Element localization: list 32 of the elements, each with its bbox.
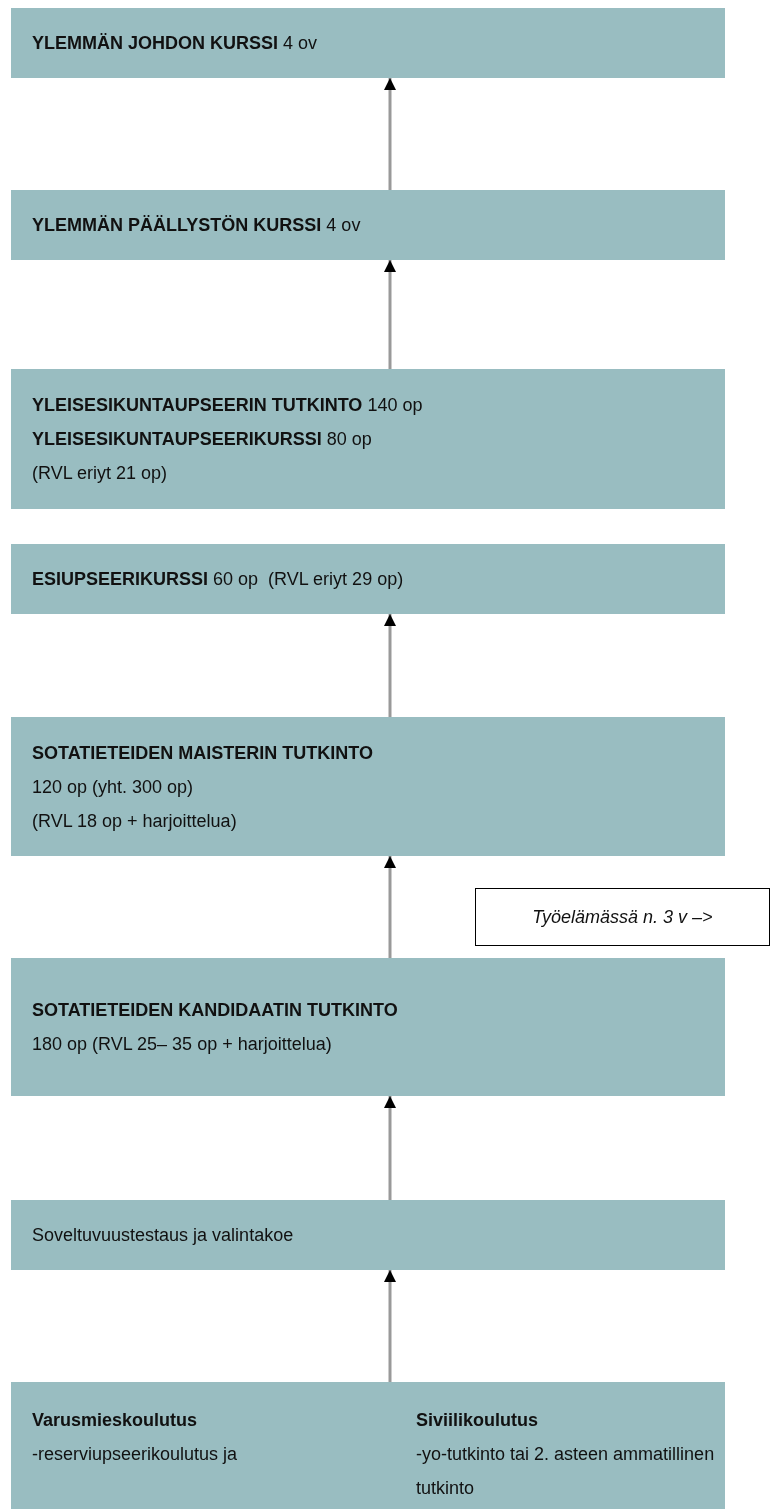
- course-box: [11, 8, 725, 78]
- course-box: [11, 717, 725, 856]
- box-text: SOTATIETEIDEN KANDIDAATIN TUTKINTO: [32, 999, 399, 1022]
- arrow: [384, 614, 396, 717]
- note-box: [475, 888, 770, 946]
- note-text: Työelämässä n. 3 v –>: [532, 906, 713, 929]
- box-text: YLEISESIKUNTAUPSEERIKURSSI 80 op: [32, 428, 373, 451]
- box-text: -reserviupseerikoulutus ja: [32, 1443, 239, 1466]
- box-text: ESIUPSEERIKURSSI 60 op (RVL eriyt 29 op): [32, 568, 405, 591]
- box-text: -yo-tutkinto tai 2. asteen ammatillinen tutkinto: [416, 1443, 716, 1500]
- arrow: [384, 78, 396, 190]
- box-text: (RVL 18 op + harjoittelua): [32, 809, 238, 833]
- box-text: Siviilikoulutus: [416, 1409, 540, 1432]
- arrow: [384, 856, 396, 958]
- course-box: [11, 1200, 725, 1270]
- box-text: YLEISESIKUNTAUPSEERIN TUTKINTO 140 op: [32, 394, 424, 417]
- course-box: [11, 369, 725, 509]
- arrow: [384, 1270, 396, 1382]
- box-text: Soveltuvuustestaus ja valintakoe: [32, 1224, 295, 1247]
- box-text: SOTATIETEIDEN MAISTERIN TUTKINTO: [32, 741, 374, 765]
- course-box: [11, 544, 725, 614]
- box-text: Varusmieskoulutus: [32, 1409, 199, 1432]
- box-text: (RVL eriyt 21 op): [32, 462, 169, 485]
- course-box: [11, 958, 725, 1096]
- course-box: [11, 190, 725, 260]
- arrow: [384, 1096, 396, 1200]
- box-text: YLEMMÄN PÄÄLLYSTÖN KURSSI 4 ov: [32, 214, 362, 237]
- box-text: YLEMMÄN JOHDON KURSSI 4 ov: [32, 32, 319, 55]
- course-box: [11, 1382, 725, 1509]
- box-text: 180 op (RVL 25– 35 op + harjoittelua): [32, 1033, 333, 1056]
- arrow: [384, 260, 396, 369]
- box-text: 120 op (yht. 300 op): [32, 775, 195, 799]
